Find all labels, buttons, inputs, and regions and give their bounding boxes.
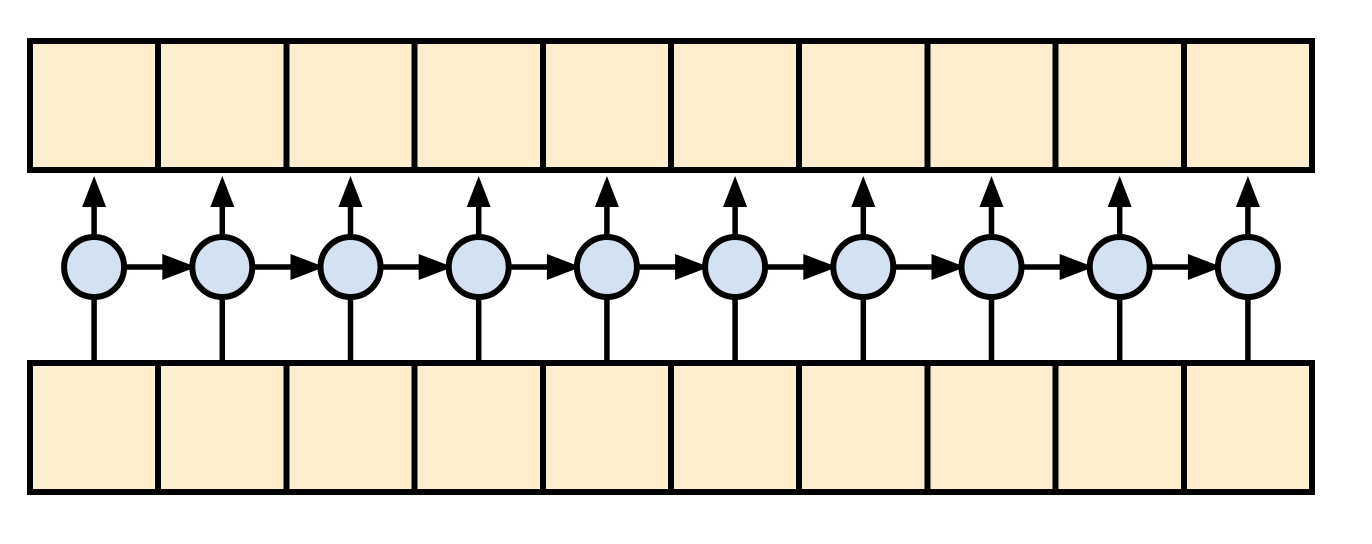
hidden-state-node-9[interactable] [1086, 234, 1153, 300]
hidden-state-node-3[interactable] [317, 234, 384, 300]
hidden-to-hidden-arrowhead-1 [162, 254, 197, 280]
hidden-to-output-arrows [82, 176, 1260, 267]
hidden-to-output-arrowhead-2 [210, 176, 235, 207]
output-row [27, 38, 1316, 173]
input-cell-7[interactable] [796, 360, 931, 495]
output-cell-4[interactable] [411, 38, 546, 173]
hidden-state-node-7[interactable] [830, 234, 897, 300]
hidden-to-output-arrowhead-7 [851, 176, 876, 207]
input-cell-10[interactable] [1180, 360, 1316, 495]
hidden-to-hidden-arrows [124, 254, 1222, 280]
input-cell-8[interactable] [924, 360, 1059, 495]
hidden-to-hidden-arrowhead-6 [803, 254, 838, 280]
hidden-to-output-arrowhead-3 [338, 176, 363, 207]
output-cell-3[interactable] [283, 38, 418, 173]
input-cell-9[interactable] [1052, 360, 1187, 495]
hidden-to-hidden-arrowhead-8 [1059, 254, 1094, 280]
output-cell-6[interactable] [668, 38, 803, 173]
hidden-state-node-2[interactable] [189, 234, 256, 300]
output-cell-9[interactable] [1052, 38, 1187, 173]
output-cell-1[interactable] [27, 38, 162, 173]
hidden-to-hidden-arrowhead-3 [418, 254, 453, 280]
hidden-to-output-arrowhead-10 [1235, 176, 1260, 207]
input-to-hidden-connectors [91, 267, 1251, 363]
hidden-to-hidden-arrowhead-5 [675, 254, 710, 280]
hidden-to-hidden-arrowhead-7 [931, 254, 966, 280]
hidden-to-hidden-arrowhead-2 [290, 254, 325, 280]
hidden-to-output-arrowhead-8 [979, 176, 1004, 207]
input-cell-1[interactable] [27, 360, 162, 495]
hidden-to-hidden-arrowhead-4 [546, 254, 581, 280]
hidden-state-node-1[interactable] [61, 234, 128, 300]
output-cell-2[interactable] [155, 38, 290, 173]
hidden-state-node-4[interactable] [445, 234, 512, 300]
hidden-state-node-8[interactable] [958, 234, 1025, 300]
output-cell-8[interactable] [924, 38, 1059, 173]
hidden-to-output-arrowhead-6 [723, 176, 748, 207]
input-cell-2[interactable] [155, 360, 290, 495]
hidden-to-output-arrowhead-5 [594, 176, 619, 207]
input-cell-5[interactable] [539, 360, 674, 495]
hidden-to-hidden-arrowhead-9 [1187, 254, 1222, 280]
hidden-to-output-arrowhead-4 [466, 176, 491, 207]
input-cell-4[interactable] [411, 360, 546, 495]
hidden-to-output-arrowhead-9 [1107, 176, 1132, 207]
input-cell-6[interactable] [668, 360, 803, 495]
output-cell-7[interactable] [796, 38, 931, 173]
input-row [27, 360, 1316, 495]
output-cell-5[interactable] [539, 38, 674, 173]
output-cell-10[interactable] [1180, 38, 1316, 173]
hidden-state-node-5[interactable] [573, 234, 640, 300]
hidden-state-row [61, 234, 1281, 300]
hidden-state-node-6[interactable] [702, 234, 769, 300]
hidden-state-node-10[interactable] [1214, 234, 1281, 300]
hidden-to-output-arrowhead-1 [82, 176, 107, 207]
input-cell-3[interactable] [283, 360, 418, 495]
connector-layer [82, 176, 1260, 363]
